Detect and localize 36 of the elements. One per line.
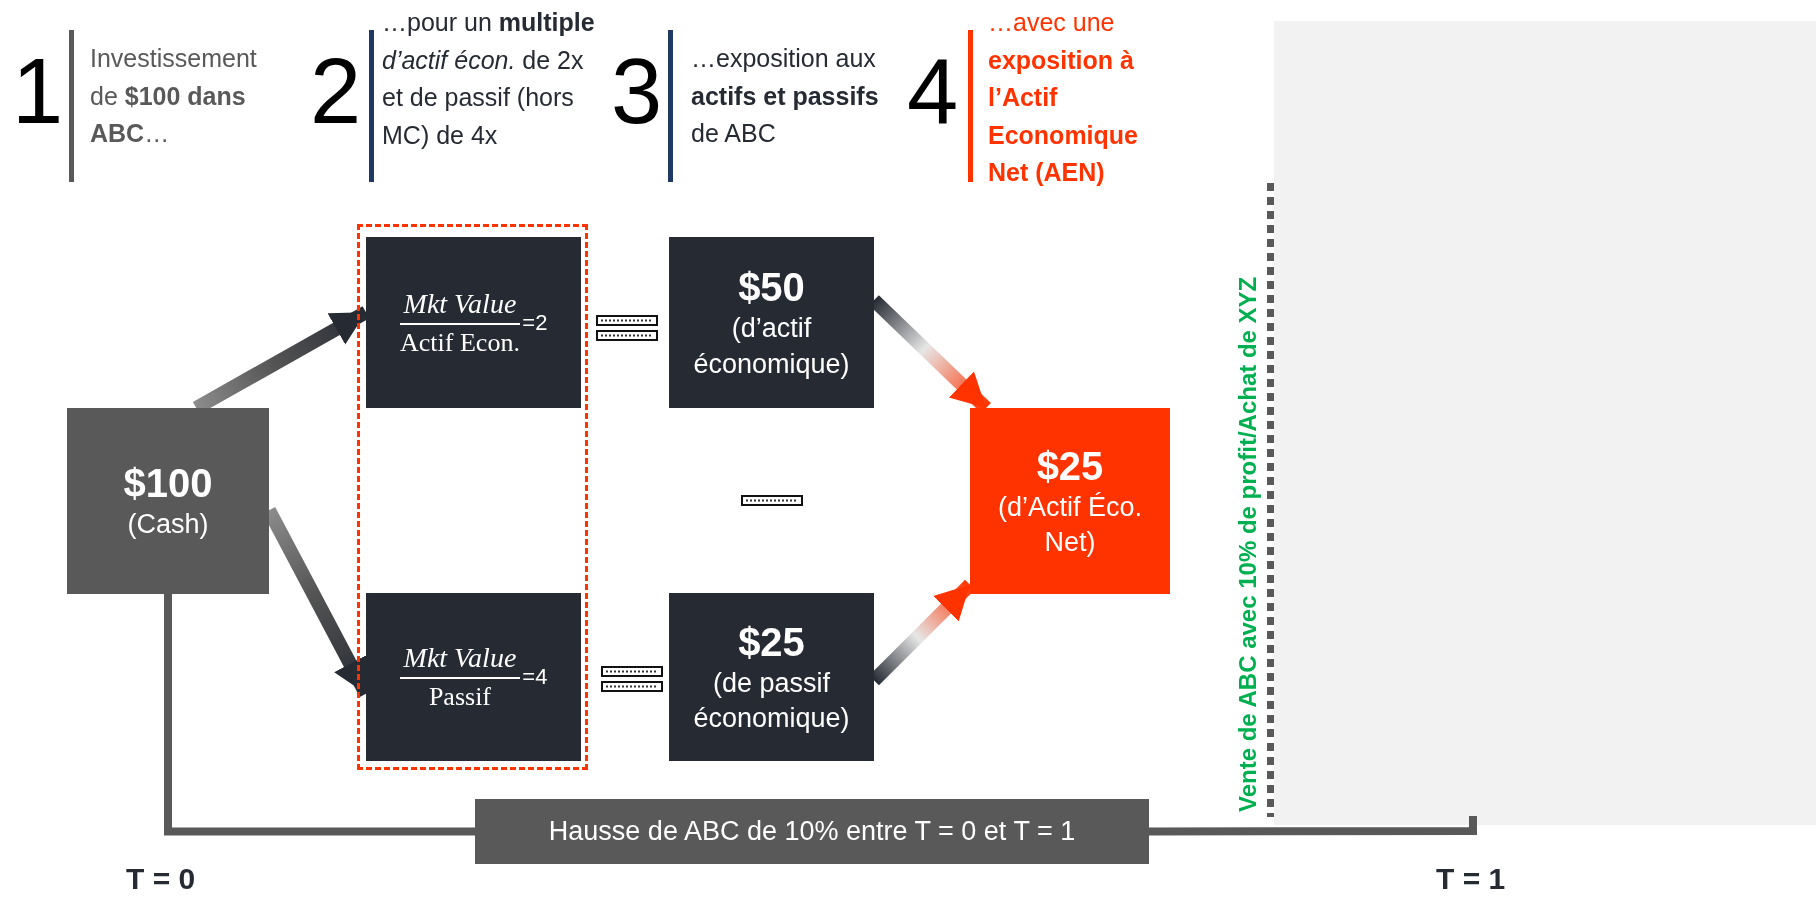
fraction-denominator: Passif bbox=[428, 681, 491, 712]
step-number: 2 bbox=[310, 45, 362, 137]
step-text: …exposition aux actifs et passifs de ABC bbox=[691, 43, 880, 149]
timeline-box bbox=[475, 799, 1149, 864]
step-number: 4 bbox=[907, 45, 959, 137]
amount-text: $25 bbox=[738, 618, 805, 666]
fraction-numerator: Mkt Value bbox=[399, 642, 521, 679]
step-text: Investissement de $100 dans ABC… bbox=[90, 43, 258, 149]
fraction-numerator: Mkt Value bbox=[399, 287, 521, 325]
timeline-line bbox=[164, 594, 475, 836]
fraction-denominator: Actif Econ. bbox=[400, 326, 520, 358]
amount-caption: (d’actif économique) bbox=[692, 312, 851, 381]
vertical-note: Vente de ABC avec 10% de profit/Achat de XYZ bbox=[1234, 276, 1262, 812]
step-number: 3 bbox=[611, 45, 663, 137]
ratio-value: =2 bbox=[522, 309, 548, 336]
dashed-frame bbox=[357, 224, 588, 770]
step-text: …avec une exposition à l’Actif Economique Net (AEN) bbox=[988, 7, 1139, 188]
amount-text: $50 bbox=[738, 264, 805, 312]
value-box bbox=[669, 237, 874, 408]
step-number: 1 bbox=[12, 45, 64, 137]
value-box bbox=[67, 408, 269, 594]
time-label: T = 0 bbox=[126, 862, 196, 896]
ratio-box bbox=[366, 593, 581, 761]
value-box bbox=[669, 593, 874, 761]
amount-caption: (Cash) bbox=[126, 508, 210, 542]
amount-caption: (d’Actif Éco. Net) bbox=[996, 490, 1143, 559]
time-label: T = 1 bbox=[1436, 862, 1506, 896]
ratio-value: =4 bbox=[522, 664, 548, 690]
timeline-line bbox=[1149, 816, 1477, 836]
amount-text: $100 bbox=[123, 460, 213, 508]
ratio-box bbox=[366, 237, 581, 408]
amount-text: $25 bbox=[1036, 442, 1104, 490]
timeline-text: Hausse de ABC de 10% entre T = 0 et T = 1 bbox=[548, 816, 1076, 847]
value-box bbox=[970, 408, 1170, 594]
step-text: …pour un multiple d’actif écon. de 2x et de passif (hors MC) de 4x bbox=[382, 7, 596, 151]
amount-caption: (de passif économique) bbox=[692, 666, 851, 735]
